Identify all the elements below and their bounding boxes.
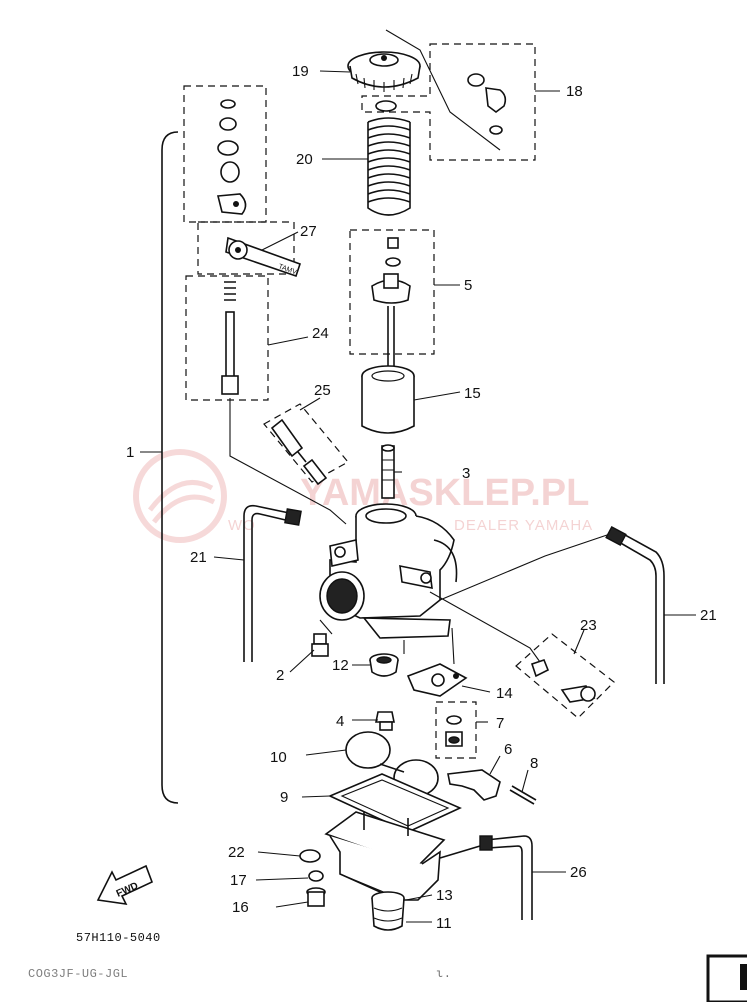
overflow-tube-26 [479,835,533,920]
guide-line-21b [439,533,611,601]
drain-plug-11-13 [371,891,405,931]
svg-text:ι.: ι. [436,967,451,981]
carburetor-body [319,503,458,639]
throttle-spring-20 [367,117,411,216]
label-part-14: 14 [496,685,513,702]
watermark-brand: YAMASKLEP.PL [300,472,589,514]
label-part-5: 5 [464,277,472,294]
group-box-24 [185,275,269,401]
plate-6 [447,769,501,801]
needle-jet-3 [381,444,395,499]
gasket-22 [299,849,321,863]
watermark: YAMASKLEP.PL WO DEALER YAMAHA [133,449,593,543]
throttle-stop-parts [216,99,247,215]
watermark-prefix: WO [228,517,256,534]
label-part-12: 12 [332,657,349,674]
guide-line-18 [385,29,501,151]
group-box-27 [197,221,295,275]
label-part-25: 25 [314,382,331,399]
pilot-air-screw-25 [270,418,328,486]
label-part-4: 4 [336,713,344,730]
label-part-24: 24 [312,325,329,342]
mixing-chamber-top-19 [347,51,421,92]
assembly-bracket [161,131,179,804]
pin-8 [509,785,537,805]
throttle-stop-screw-24 [221,281,239,395]
watermark-tagline: DEALER YAMAHA [454,517,593,534]
guide-lines-bottom-body [319,619,455,665]
label-part-15: 15 [464,385,481,402]
label-part-8: 8 [530,755,538,772]
label-part-26: 26 [570,864,587,881]
label-part-9: 9 [280,789,288,806]
fwd-arrow: FWD [96,864,154,906]
washer-top [375,100,397,112]
label-part-27: 27 [300,223,317,240]
cable-holder-27: TAMV [225,236,302,278]
label-part-17: 17 [230,872,247,889]
throttle-valve-15 [361,365,415,434]
label-part-10: 10 [270,749,287,766]
label-part-21-left: 21 [190,549,207,566]
main-jet-4 [375,711,395,731]
screw-set-23 [530,659,596,703]
label-part-3: 3 [462,465,470,482]
label-part-18: 18 [566,83,583,100]
bracket-14 [406,663,468,697]
label-part-11: 11 [436,915,452,932]
label-part-6: 6 [504,741,512,758]
label-part-16: 16 [232,899,249,916]
group-box-25 [263,403,349,483]
label-part-22: 22 [228,844,245,861]
guide-line-23 [429,591,541,663]
leader-lines [140,70,696,923]
float-chamber [324,811,481,901]
group-box-23 [515,633,615,719]
float-valve-seat-12 [369,653,399,677]
group-box-7 [435,701,477,759]
corner-box [706,954,747,1002]
group-box-5 [349,229,435,355]
washer-17 [308,870,324,882]
cable-adjuster-18 [467,73,507,135]
group-box-18 [361,43,536,161]
vent-tube-21-right [605,525,665,684]
screw-16 [306,887,326,907]
label-part-20: 20 [296,151,313,168]
diagram-code: 57H110-5040 [76,931,161,945]
label-part-21-right: 21 [700,607,717,624]
jet-needle-5 [371,237,411,378]
label-part-23: 23 [580,617,597,634]
pilot-jet-7 [445,715,463,747]
drain-screw-2 [311,633,329,657]
guide-line-24 [229,398,347,525]
corner-mark [740,964,747,990]
label-part-1: 1 [126,444,134,461]
label-part-13: 13 [436,887,453,904]
footer-code: COG3JF-UG-JGL [28,967,128,981]
label-part-7: 7 [496,715,504,732]
label-part-19: 19 [292,63,309,80]
label-part-2: 2 [276,667,284,684]
vent-tube-21-left [243,504,302,662]
